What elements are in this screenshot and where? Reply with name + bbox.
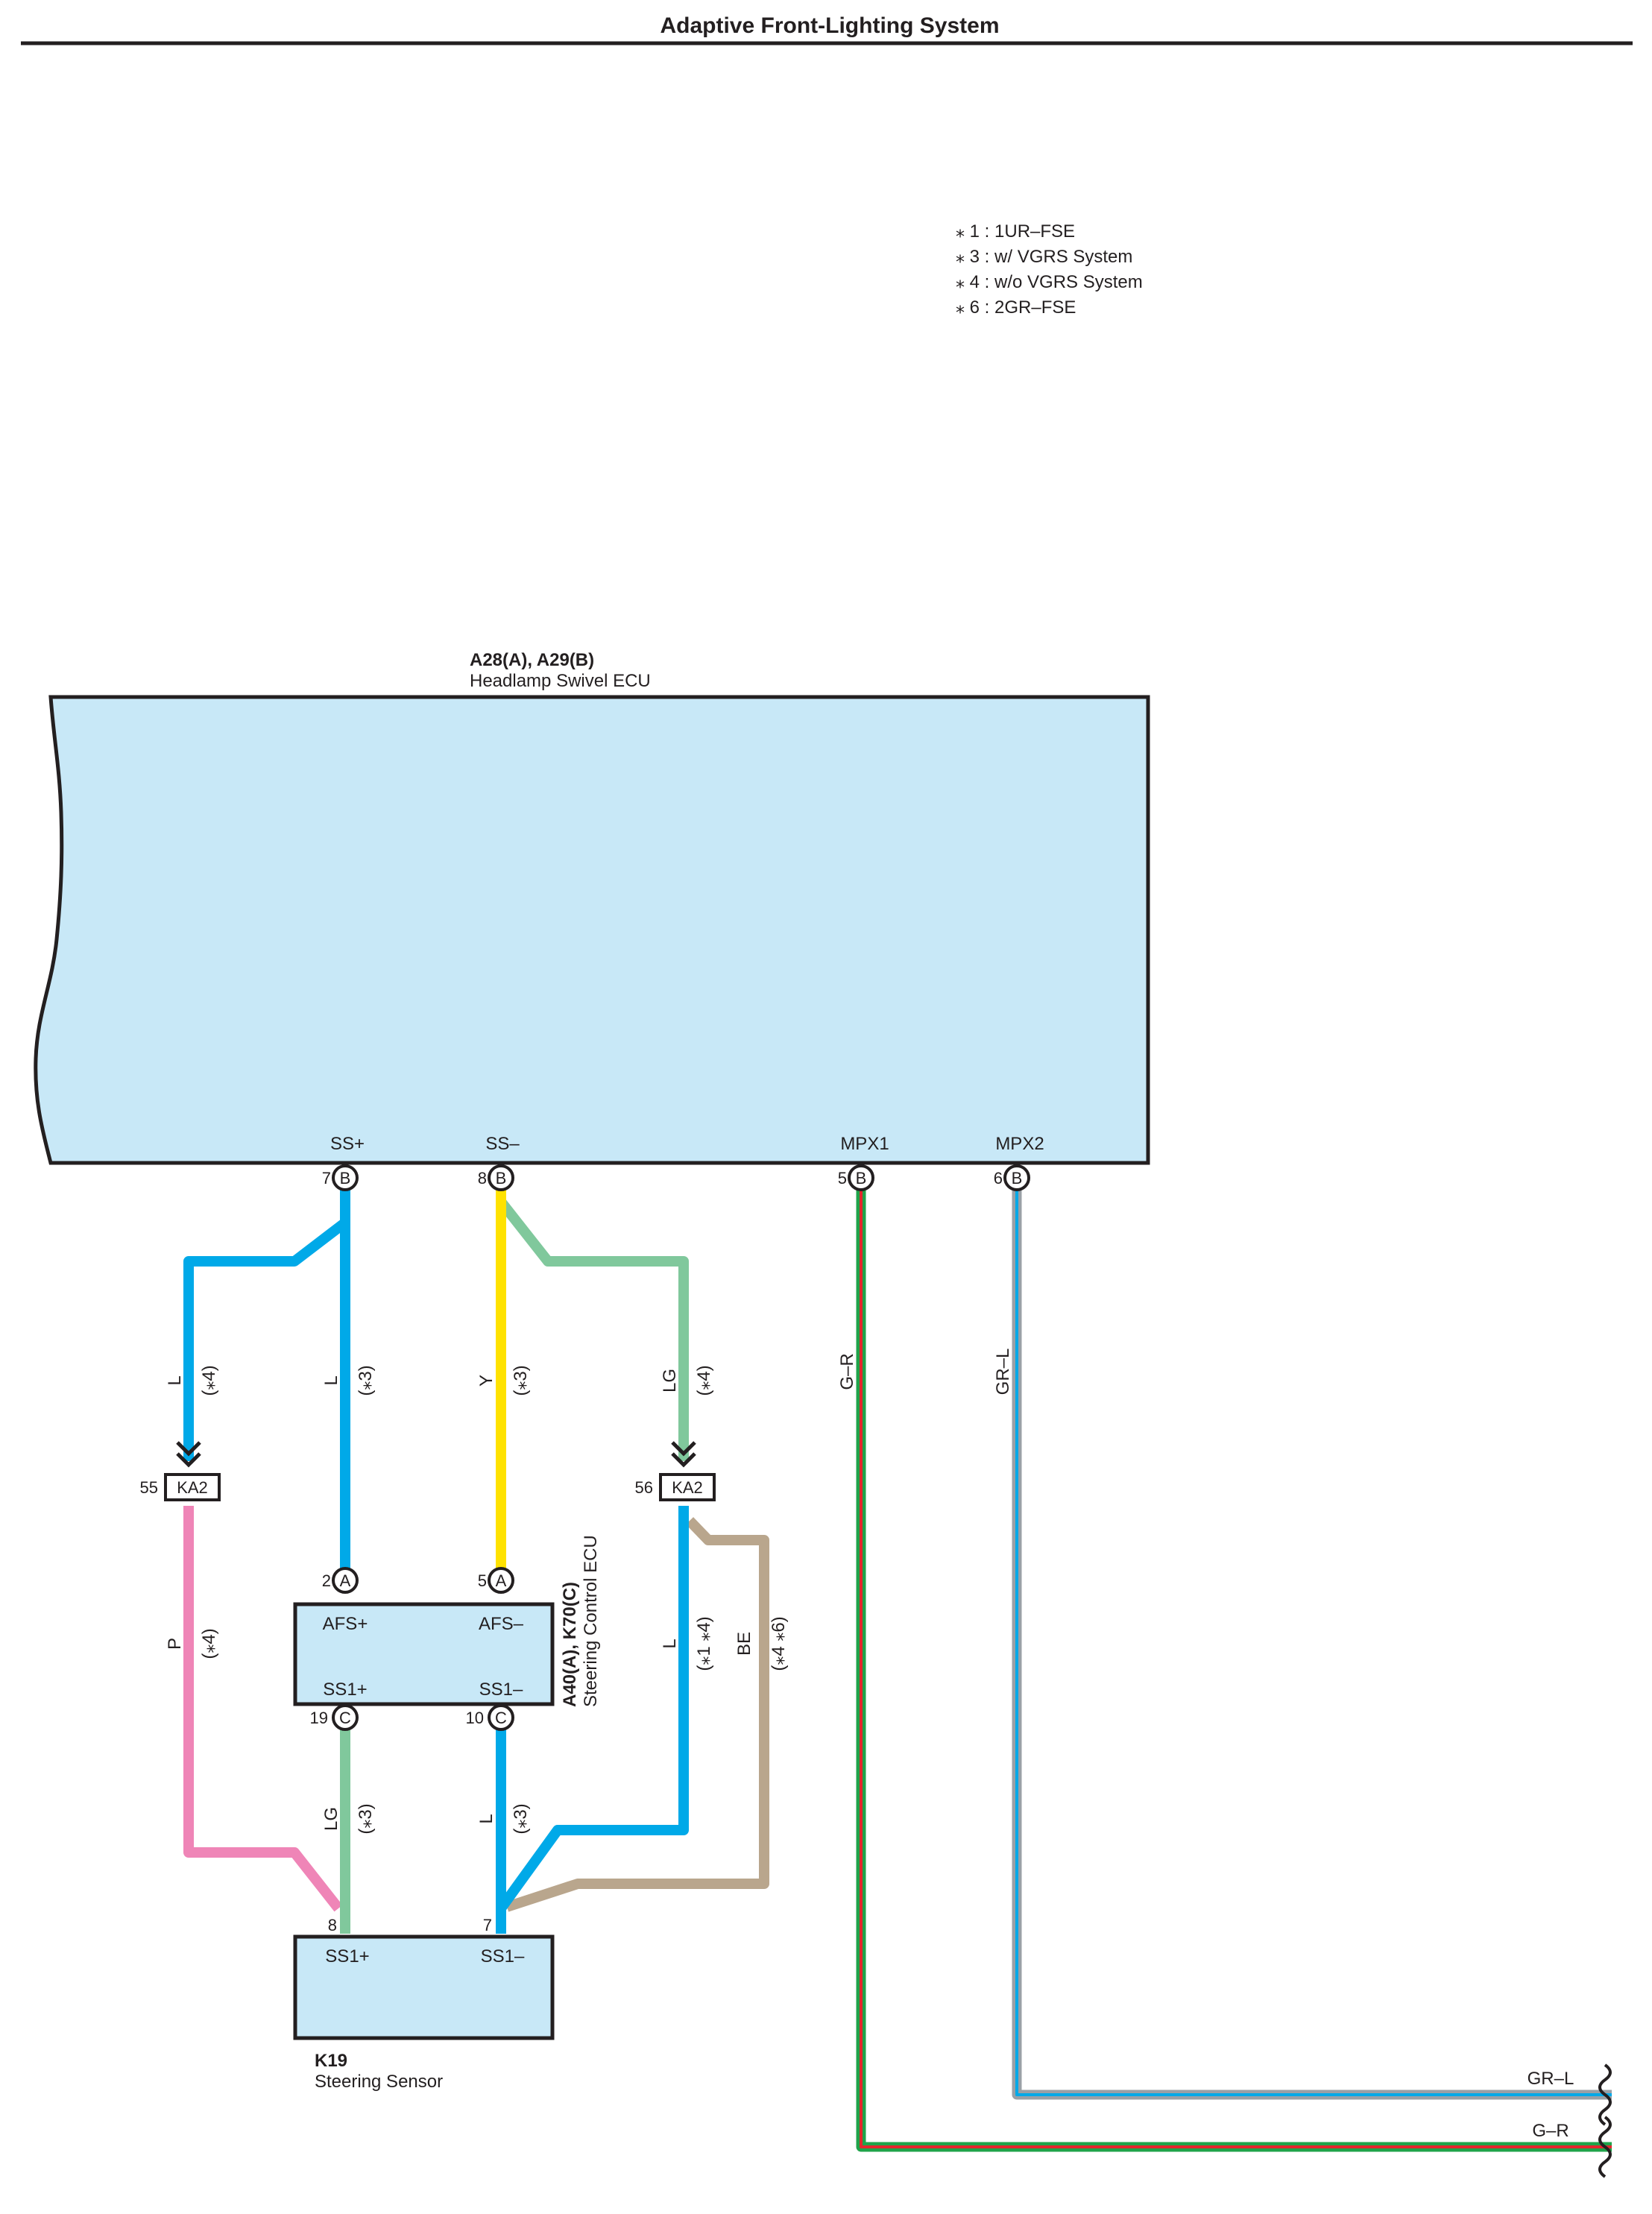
term-mpx2-label: MPX2	[995, 1134, 1044, 1154]
w6-cond: (⁎1 ⁎4)	[694, 1616, 714, 1671]
ecu-main-name: Headlamp Swivel ECU	[470, 671, 651, 691]
diagram-title: Adaptive Front-Lighting System	[660, 13, 999, 38]
w8-cond: (⁎3)	[356, 1803, 376, 1834]
pin-mpx1-number: 5	[838, 1169, 847, 1188]
mpx1-wire-color: G–R	[837, 1353, 857, 1390]
pin-ss1m-conn: C	[495, 1709, 507, 1727]
sensor-name: Steering Sensor	[315, 2072, 443, 2092]
pin-ssp: 7 B	[322, 1164, 359, 1191]
w7-color: BE	[734, 1632, 754, 1656]
junction-ka2-56: 56 KA2	[635, 1473, 716, 1501]
w4-cond: (⁎4)	[694, 1365, 714, 1395]
w5-color: P	[165, 1638, 185, 1650]
steering-ecu-name: Steering Control ECU	[581, 1535, 601, 1707]
steering-sensor: 8 7 SS1+ SS1– K19 Steering Sensor	[293, 1916, 555, 2092]
headlamp-swivel-ecu: A28(A), A29(B) Headlamp Swivel ECU SS+ S…	[34, 650, 1150, 1165]
sensor-id: K19	[315, 2051, 347, 2071]
pin-mpx1-conn: B	[856, 1169, 867, 1188]
pin-ssm-number: 8	[478, 1169, 487, 1188]
ecu-main-id: A28(A), A29(B)	[470, 650, 594, 670]
pin-ssp-number: 7	[322, 1169, 331, 1188]
sensor-box	[293, 1934, 555, 2040]
w2-cond: (⁎3)	[356, 1365, 376, 1395]
pin-afsm: 5 A	[478, 1567, 514, 1594]
wire-p-ka2-55-to-sensor	[183, 1506, 343, 1912]
pin-mpx2-conn: B	[1012, 1169, 1023, 1188]
term-afsp-label: AFS+	[323, 1614, 368, 1634]
wire-be-ka2-56-to-sensor	[505, 1517, 769, 1912]
wire-lg-ssm-to-ka2-56	[496, 1198, 689, 1461]
term-afsm-label: AFS–	[479, 1614, 524, 1634]
break-mark-mpx2	[1598, 2063, 1612, 2126]
junction-arrow-56b-icon	[671, 1452, 696, 1468]
note-3: ⁎ 3 : w/ VGRS System	[956, 247, 1132, 267]
pin-ss1m-number: 10	[466, 1709, 484, 1727]
w4-color: LG	[660, 1369, 680, 1393]
note-6: ⁎ 6 : 2GR–FSE	[956, 297, 1076, 318]
mpx2-wire-color: GR–L	[993, 1349, 1013, 1395]
w9-cond: (⁎3)	[511, 1803, 531, 1834]
term-ss1m-label: SS1–	[479, 1680, 523, 1700]
w3-cond: (⁎3)	[511, 1365, 531, 1395]
sensor-pin-ss1p: 8	[328, 1916, 337, 1934]
junction-56-pin: 56	[635, 1478, 653, 1497]
w7-cond: (⁎4 ⁎6)	[769, 1616, 789, 1671]
sensor-term-ss1p: SS1+	[325, 1946, 369, 1967]
pin-afsm-conn: A	[496, 1571, 507, 1590]
wire-grl-mpx2	[1012, 1187, 1612, 2100]
term-ss1p-label: SS1+	[323, 1680, 367, 1700]
pin-ssp-conn: B	[340, 1169, 351, 1188]
pin-mpx2: 6 B	[994, 1164, 1030, 1191]
term-mpx1-label: MPX1	[840, 1134, 889, 1154]
term-ssm-label: SS–	[485, 1134, 520, 1154]
ecu-main-pins: 7 B 8 B 5 B 6 B	[322, 1164, 1030, 1191]
steering-ecu-id: A40(A), K70(C)	[560, 1582, 580, 1707]
pin-ss1m: 10 C	[466, 1704, 514, 1731]
mpx2-end-label: GR–L	[1528, 2069, 1574, 2089]
pin-ssm: 8 B	[478, 1164, 514, 1191]
w9-color: L	[476, 1814, 496, 1823]
w1-cond: (⁎4)	[199, 1365, 219, 1395]
wire-l-ka2-56-to-sensor	[496, 1506, 689, 1912]
w8-color: LG	[321, 1807, 341, 1831]
junction-55-label: KA2	[177, 1478, 208, 1497]
pin-ss1p-number: 19	[310, 1709, 328, 1727]
pin-ss1p: 19 C	[310, 1704, 359, 1731]
junction-arrow-55b-icon	[176, 1452, 201, 1468]
junction-55-pin: 55	[140, 1478, 158, 1497]
pin-afsp-conn: A	[340, 1571, 351, 1590]
junction-56-label: KA2	[672, 1478, 703, 1497]
wire-l-ssp-to-ka2-55	[183, 1187, 350, 1461]
note-4: ⁎ 4 : w/o VGRS System	[956, 272, 1143, 292]
steering-ecu-box	[293, 1602, 555, 1706]
wire-gr-mpx1	[856, 1187, 1612, 2152]
sensor-pin-ss1m: 7	[483, 1916, 492, 1934]
note-1: ⁎ 1 : 1UR–FSE	[956, 221, 1075, 242]
pin-ss1p-conn: C	[339, 1709, 351, 1727]
w1-color: L	[165, 1375, 185, 1385]
junction-ka2-55: 55 KA2	[140, 1473, 221, 1501]
break-mark-mpx1	[1598, 2116, 1612, 2178]
pin-afsm-number: 5	[478, 1571, 487, 1590]
steering-control-ecu: AFS+ AFS– SS1+ SS1– A40(A), K70(C) Steer…	[293, 1535, 601, 1731]
junction-arrow-56-icon	[671, 1441, 696, 1457]
term-ssp-label: SS+	[330, 1134, 365, 1154]
condition-notes: ⁎ 1 : 1UR–FSE ⁎ 3 : w/ VGRS System ⁎ 4 :…	[956, 221, 1143, 318]
pin-afsp-number: 2	[322, 1571, 331, 1590]
wire-labels: L (⁎4) L (⁎3) Y (⁎3) LG (⁎4) P (⁎4) L (⁎…	[165, 1349, 1574, 2141]
junction-arrow-55-icon	[176, 1441, 201, 1457]
w2-color: L	[321, 1375, 341, 1385]
ecu-main-box	[34, 695, 1150, 1165]
w3-color: Y	[476, 1375, 496, 1387]
w5-cond: (⁎4)	[199, 1628, 219, 1659]
pin-mpx2-number: 6	[994, 1169, 1003, 1188]
mpx1-end-label: G–R	[1532, 2121, 1569, 2141]
w6-color: L	[660, 1639, 680, 1648]
pin-mpx1: 5 B	[838, 1164, 874, 1191]
pin-afsp: 2 A	[322, 1567, 359, 1594]
pin-ssm-conn: B	[496, 1169, 507, 1188]
sensor-term-ss1m: SS1–	[481, 1946, 525, 1967]
